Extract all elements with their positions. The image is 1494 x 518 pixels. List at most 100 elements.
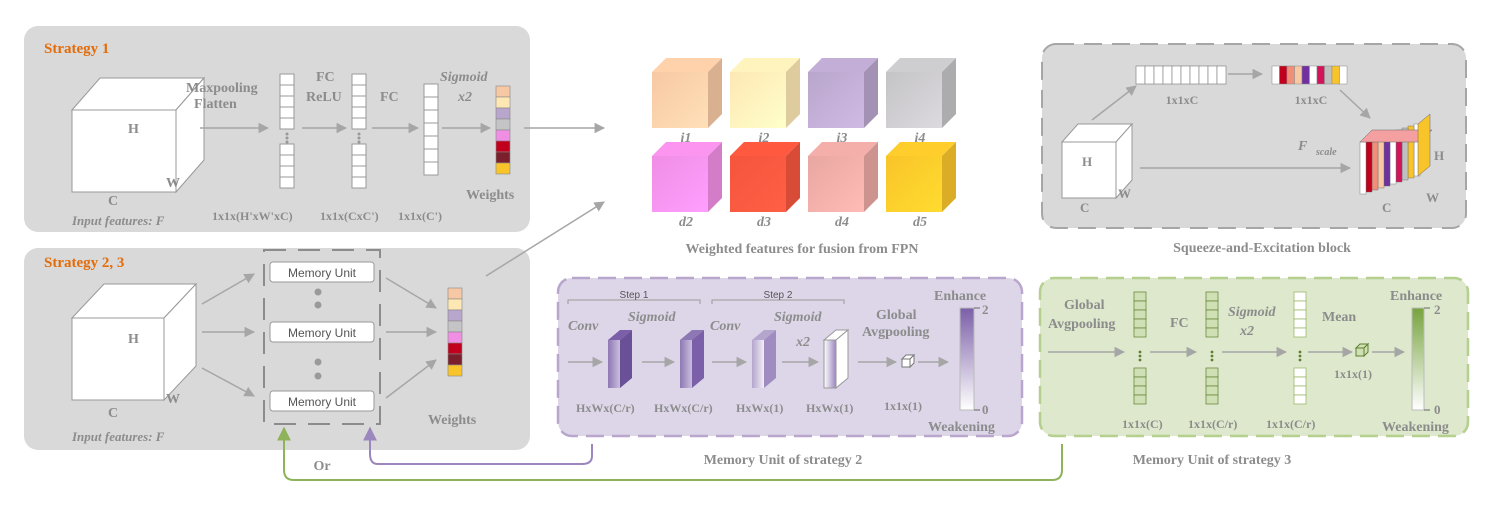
weight-cell xyxy=(495,118,511,131)
green-cell xyxy=(1133,327,1147,338)
m3-vector-2 xyxy=(1205,291,1219,405)
m3-small-cube xyxy=(1354,342,1370,358)
fc-label-2: FC xyxy=(380,90,399,105)
m3-vector-1 xyxy=(1133,291,1147,405)
m3-dim2: 1x1x(C/r) xyxy=(1188,417,1237,431)
se-out-slice xyxy=(1359,141,1367,195)
green-cell xyxy=(1133,318,1147,329)
cube-top-face xyxy=(652,142,722,156)
weight-cell xyxy=(447,342,463,355)
green-white-cell xyxy=(1293,318,1307,329)
dim-label-3: 1x1x(C') xyxy=(398,209,442,223)
cube2-c-label: C xyxy=(108,406,118,421)
green-cell xyxy=(1205,291,1219,302)
se-squeeze-cell xyxy=(1135,65,1146,85)
memory2-panel: Step 1 Step 2 Conv Sigmoid Conv Sigmoid … xyxy=(556,276,1024,438)
cube-front-face xyxy=(730,72,786,128)
se-cube-c: C xyxy=(1080,200,1089,215)
m2-dim4: HxWx(1) xyxy=(806,401,853,415)
fc-vector xyxy=(351,73,367,189)
se-squeeze-vector xyxy=(1135,65,1227,85)
green-cell xyxy=(1133,291,1147,302)
cube-side-face xyxy=(786,142,800,212)
weight-cell xyxy=(495,140,511,153)
cube-side-face xyxy=(864,58,878,128)
arrow-to-weighted-2 xyxy=(485,201,605,277)
se-out-w: W xyxy=(1426,190,1439,205)
weight-cell xyxy=(447,309,463,322)
m3-fc: FC xyxy=(1170,316,1189,331)
svg-text:Memory Unit: Memory Unit xyxy=(288,395,357,409)
feature-cube-i1: i1 xyxy=(652,58,722,146)
green-dot xyxy=(1210,354,1214,358)
svg-text:Memory Unit: Memory Unit xyxy=(288,266,357,280)
se-squeeze-cell xyxy=(1198,65,1209,85)
m3-enhance: Enhance xyxy=(1390,289,1442,304)
m2-max: 2 xyxy=(982,302,989,317)
se-squeeze-cell xyxy=(1207,65,1218,85)
weights-label-s1: Weights xyxy=(466,188,515,203)
se-f-label: F xyxy=(1297,139,1308,154)
memory-unit-box-2: Memory Unit xyxy=(269,321,375,343)
green-cell xyxy=(1133,376,1147,387)
memory-unit-box-3: Memory Unit xyxy=(269,390,375,412)
green-cell xyxy=(1133,300,1147,311)
m3-dim3: 1x1x(C/r) xyxy=(1266,417,1315,431)
cube1-h-label: H xyxy=(128,122,139,137)
m2-dim3: HxWx(1) xyxy=(736,401,783,415)
green-cell xyxy=(1205,327,1219,338)
cube-side-face xyxy=(708,142,722,212)
weight-cell xyxy=(447,320,463,333)
m2-plate-3 xyxy=(752,330,776,388)
strategy1-input-caption: Input features: F xyxy=(71,213,165,228)
m3-dim1: 1x1x(C) xyxy=(1122,417,1163,431)
se-excite-cell xyxy=(1286,65,1295,85)
se-block-caption: Squeeze-and-Excitation block xyxy=(1173,241,1351,256)
green-dot xyxy=(1210,358,1214,362)
se-squeeze-cell xyxy=(1216,65,1227,85)
feature-cube-label: d3 xyxy=(757,215,771,230)
m3-global-line2: Avgpooling xyxy=(1048,317,1115,332)
cube-top-face xyxy=(730,142,800,156)
se-out-side xyxy=(1417,113,1431,177)
x2-label-s1: x2 xyxy=(457,90,472,105)
arrow-s2-f xyxy=(385,359,437,399)
feedback-arrow-strategy3 xyxy=(277,426,1063,481)
m3-max: 2 xyxy=(1434,302,1441,317)
se-out-h: H xyxy=(1434,148,1444,163)
dim-label-1: 1x1x(H'xW'xC) xyxy=(212,209,293,223)
m2-small-cube xyxy=(900,353,916,369)
flatten-vector xyxy=(279,73,295,189)
green-cell xyxy=(1205,394,1219,405)
strategy1-title: Strategy 1 xyxy=(44,41,109,57)
feature-cube-d4: d4 xyxy=(808,142,878,230)
m2-min: 0 xyxy=(982,402,989,417)
se-squeeze-cell xyxy=(1153,65,1164,85)
memory-unit-box-1: Memory Unit xyxy=(269,261,375,283)
weight-cell xyxy=(447,298,463,311)
weight-cell xyxy=(495,85,511,98)
green-cell xyxy=(1133,394,1147,405)
se-excite-cell xyxy=(1324,65,1333,85)
cube-top-face xyxy=(808,142,878,156)
se-dim-a: 1x1xC xyxy=(1166,93,1199,107)
green-cell xyxy=(1133,385,1147,396)
cube2-h-label: H xyxy=(128,332,139,347)
feature-cube-label: i4 xyxy=(915,131,926,146)
step1-label: Step 1 xyxy=(620,290,649,301)
weight-cell xyxy=(495,151,511,164)
cube-side-face xyxy=(942,58,956,128)
m3-vector-3 xyxy=(1293,291,1307,405)
green-dot xyxy=(1298,358,1302,362)
arrow-s2-c xyxy=(201,367,255,397)
m2-conv1: Conv xyxy=(568,319,599,334)
weight-cell xyxy=(447,364,463,377)
cube1-c-label: C xyxy=(108,194,118,209)
memory2-caption: Memory Unit of strategy 2 xyxy=(704,453,863,468)
feature-cube-d3: d3 xyxy=(730,142,800,230)
se-squeeze-cell xyxy=(1144,65,1155,85)
m2-global-line1: Global xyxy=(876,308,917,323)
feature-cube-label: i3 xyxy=(837,131,848,146)
se-out-slice xyxy=(1377,135,1385,189)
feature-cube-i4: i4 xyxy=(886,58,956,146)
